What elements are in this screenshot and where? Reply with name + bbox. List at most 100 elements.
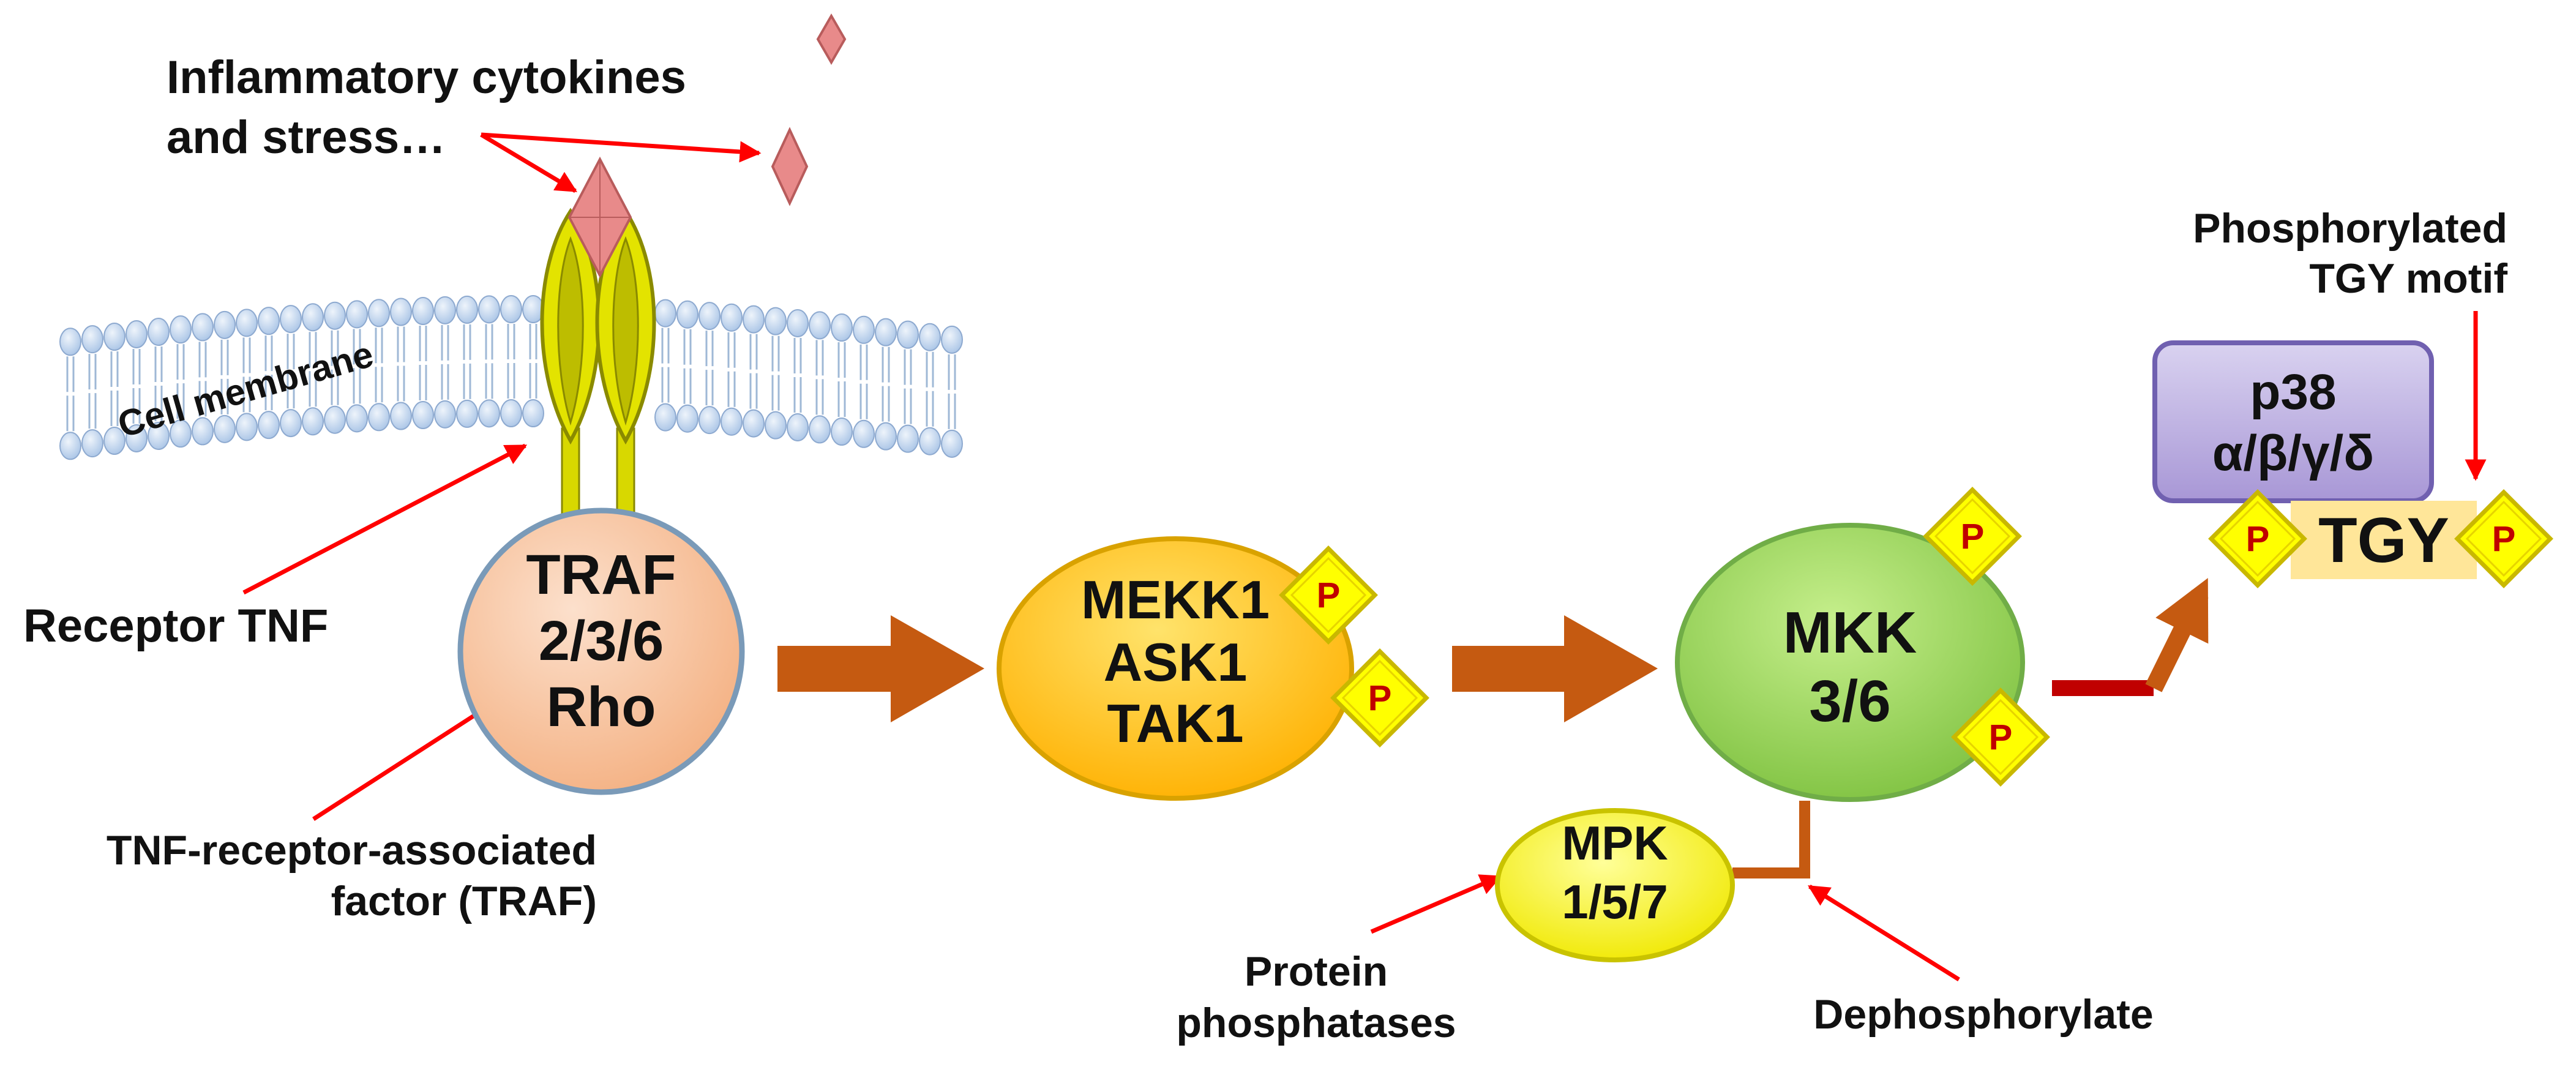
lipid-head <box>390 402 412 430</box>
lipid-head <box>875 422 897 451</box>
lipid-head <box>346 300 368 329</box>
phosphate-diamond <box>1951 687 2050 787</box>
lipid-head <box>214 310 236 339</box>
lipid-tails <box>397 326 405 402</box>
cytokines-label-line2: and stress… <box>167 111 446 163</box>
cytokine-ligand-free <box>771 127 809 206</box>
lipid-head <box>897 424 919 453</box>
phosphate-diamond-inner <box>2465 500 2542 577</box>
lipid-head <box>324 301 346 330</box>
phosphate-diamond-inner <box>1341 659 1418 736</box>
traf-line1: TRAF <box>526 544 676 606</box>
arrow-receptor-label <box>242 443 528 595</box>
lipid-tails <box>948 354 956 429</box>
lipid-tails <box>904 349 912 424</box>
lipid-head <box>236 309 258 337</box>
mkk-line2: 3/6 <box>1809 669 1890 734</box>
lipid-head <box>324 405 346 434</box>
lipid-head <box>214 414 236 443</box>
phosphate-diamond-inner <box>1934 498 2011 575</box>
lipid-tails <box>198 342 207 417</box>
lipid-tails <box>727 332 736 407</box>
lipid-head <box>809 311 831 340</box>
mpk-line1: MPK <box>1562 816 1668 870</box>
phosphate-label: P <box>1368 678 1392 718</box>
phosphate-label: P <box>1317 575 1341 615</box>
lipid-tails <box>154 346 163 422</box>
lipid-head <box>743 305 765 334</box>
lipid-head <box>919 323 941 351</box>
lipid-tails <box>110 351 119 427</box>
lipid-tails <box>242 337 251 413</box>
lipid-head <box>81 325 103 354</box>
flow-arrow-traf-to-mekk <box>777 615 984 722</box>
tgy-phosphate-left: P <box>2208 489 2307 588</box>
lipid-tails <box>926 351 934 427</box>
lipid-head <box>346 404 368 433</box>
phosphate-diamond-inner <box>1290 556 1367 634</box>
lipid-head <box>59 328 81 356</box>
lipid-head <box>831 418 853 446</box>
cytokine-ligand-on-receptor <box>567 156 632 279</box>
lipid-head <box>148 318 170 346</box>
lipid-head <box>743 409 765 438</box>
lipid-tails <box>859 344 868 419</box>
lipid-head <box>258 307 280 335</box>
mkk-line1: MKK <box>1783 600 1917 665</box>
arrow-cytokines-to-receptor <box>480 132 578 193</box>
lipid-head <box>412 297 434 326</box>
cytokine-ligand-top <box>816 13 847 65</box>
mekk-phosphate-2: P <box>1330 648 1429 747</box>
lipid-head <box>500 399 522 428</box>
lipid-tails <box>66 356 75 432</box>
lipid-head <box>941 429 963 458</box>
cytokines-label-line1: Inflammatory cytokines <box>167 51 686 103</box>
lipid-head <box>787 413 809 441</box>
lipid-head <box>456 399 478 428</box>
lipid-head <box>103 323 125 351</box>
lipid-head <box>302 407 324 436</box>
lipid-head <box>390 298 412 326</box>
lipid-head <box>698 406 721 435</box>
lipid-head <box>875 318 897 346</box>
lipid-head <box>853 315 875 344</box>
protein-phosphatases-line2: phosphatases <box>1176 1000 1456 1046</box>
lipid-head <box>192 417 214 446</box>
lipid-tails <box>441 324 449 400</box>
tgy-label: TGY <box>2318 505 2449 576</box>
lipid-head <box>721 303 743 332</box>
lipid-head <box>676 404 698 433</box>
lipid-head <box>853 419 875 448</box>
lipid-head <box>170 419 192 448</box>
phosphate-label: P <box>2492 519 2516 559</box>
lipid-head <box>280 409 302 438</box>
traf-line2: 2/3/6 <box>539 610 664 672</box>
mkk-node: MKK 3/6 <box>1675 523 2025 802</box>
mekk-line2: ASK1 <box>1104 632 1248 692</box>
dephosphorylate-label: Dephosphorylate <box>1813 991 2153 1038</box>
lipid-head <box>412 401 434 430</box>
lipid-head <box>500 295 522 324</box>
arrow-protein-phosphatases <box>1370 874 1502 934</box>
lipid-head <box>368 403 390 432</box>
lipid-head <box>280 305 302 334</box>
lipid-head <box>59 432 81 460</box>
lipid-head <box>236 413 258 441</box>
lipid-tails <box>705 331 714 406</box>
lipid-tails <box>353 329 361 404</box>
lipid-head <box>434 296 456 324</box>
lipid-head <box>258 411 280 440</box>
lipid-head <box>787 309 809 337</box>
lipid-head <box>478 399 500 428</box>
mekk-node: MEKK1 ASK1 TAK1 <box>997 536 1354 801</box>
tgy-motif: TGY <box>2291 501 2477 579</box>
lipid-head <box>456 295 478 324</box>
traf-node: TRAF 2/3/6 Rho <box>457 508 745 795</box>
lipid-tails <box>463 324 471 399</box>
lipid-tails <box>375 328 383 403</box>
phosphate-diamond <box>1279 545 1378 645</box>
lipid-tails <box>331 330 339 405</box>
lipid-tails <box>749 334 758 409</box>
phosphate-diamond <box>1330 648 1429 747</box>
phosphate-label: P <box>1989 717 2013 757</box>
